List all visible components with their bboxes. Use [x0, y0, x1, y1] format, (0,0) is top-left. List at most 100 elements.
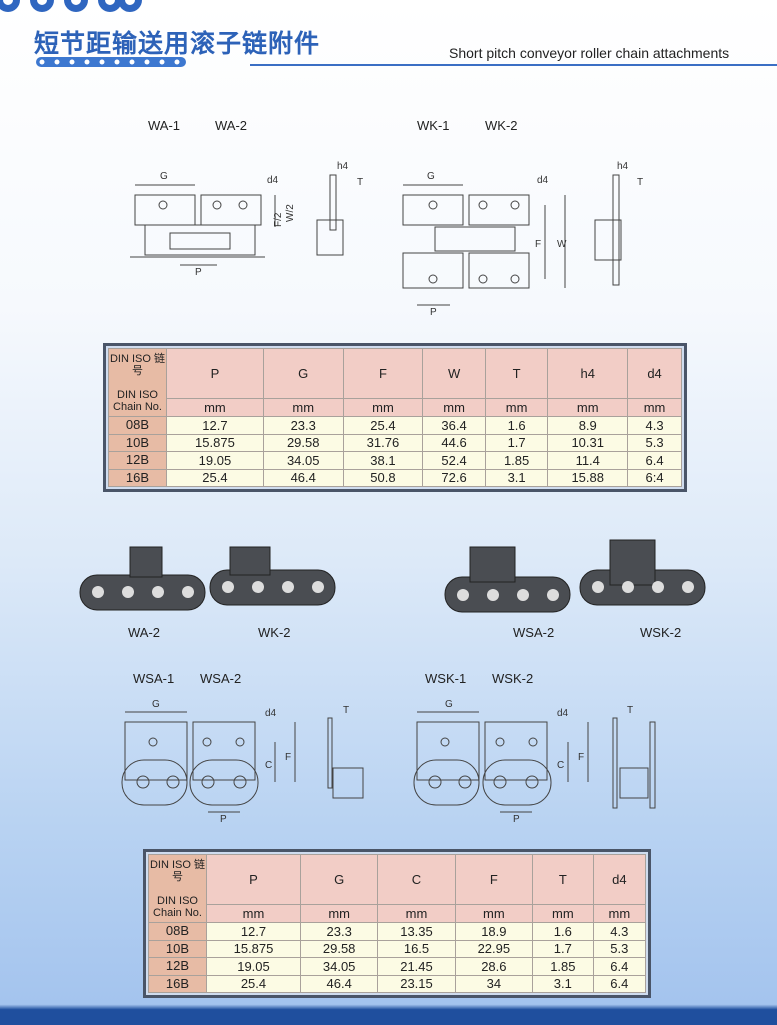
column-header: d4	[627, 348, 682, 399]
dim-c-wsk: C	[557, 760, 564, 771]
value-cell: 44.6	[422, 433, 486, 452]
value-cell: 46.4	[262, 468, 344, 487]
dim-g-wsa: G	[152, 700, 160, 710]
value-cell: 23.3	[299, 922, 379, 941]
dim-p: P	[195, 267, 202, 278]
chain-no-cell: 16B	[108, 468, 167, 487]
label-wsk2: WSK-2	[492, 671, 534, 686]
chain-no-cell: 08B	[148, 922, 207, 941]
dim-t-wsa: T	[343, 705, 349, 716]
value-cell: 4.3	[627, 416, 682, 435]
value-cell: 23.3	[262, 416, 344, 435]
unit-cell: mm	[262, 398, 344, 417]
value-cell: 5.3	[627, 433, 682, 452]
wa-drawing: G d4 P F/2 W/2 h4 T	[130, 161, 363, 278]
dim-d4: d4	[267, 175, 279, 186]
unit-cell: mm	[532, 904, 594, 923]
dim-f-wk: F	[535, 239, 541, 250]
dim-d4-wsa: d4	[265, 708, 277, 719]
photo-label-wsa2: WSA-2	[513, 625, 555, 640]
value-cell: 10.31	[547, 433, 629, 452]
value-cell: 5.3	[592, 939, 647, 958]
dim-t-wsk: T	[627, 705, 633, 716]
value-cell: 8.9	[547, 416, 629, 435]
value-cell: 25.4	[206, 974, 301, 993]
chain-no-cell: 10B	[108, 433, 167, 452]
value-cell: 18.9	[454, 922, 534, 941]
label-wk1: WK-1	[417, 118, 450, 133]
value-cell: 19.05	[166, 451, 264, 470]
value-cell: 52.4	[422, 451, 486, 470]
value-cell: 16.5	[377, 939, 456, 958]
column-header: G	[262, 348, 344, 399]
page-title-en: Short pitch conveyor roller chain attach…	[449, 45, 730, 61]
chain-logo-decoration	[0, 0, 186, 67]
column-header: G	[299, 854, 379, 905]
column-header: P	[166, 348, 264, 399]
dim-h4: h4	[337, 161, 349, 172]
column-header: h4	[547, 348, 629, 399]
chain-no-cell: 16B	[148, 974, 207, 993]
photo-label-wsk2: WSK-2	[640, 625, 682, 640]
wsa-drawing: G d4 P C F T	[121, 700, 364, 825]
dim-g-wsk: G	[445, 700, 453, 710]
value-cell: 11.4	[547, 451, 629, 470]
label-wa1: WA-1	[148, 118, 181, 133]
attachment-photos	[79, 539, 706, 613]
column-header: P	[206, 854, 301, 905]
wk-drawing: G d4 P F W h4 T	[402, 161, 643, 318]
value-cell: 1.6	[532, 922, 594, 941]
value-cell: 19.05	[206, 957, 301, 976]
value-cell: 34	[454, 974, 534, 993]
chain-no-cell: 12B	[108, 451, 167, 470]
dim-f-wsk: F	[578, 752, 584, 763]
value-cell: 4.3	[592, 922, 647, 941]
value-cell: 1.85	[532, 957, 594, 976]
dim-f-wsa: F	[285, 752, 291, 763]
value-cell: 50.8	[342, 468, 424, 487]
dim-g: G	[160, 171, 168, 182]
unit-cell: mm	[166, 398, 264, 417]
value-cell: 29.58	[299, 939, 379, 958]
dim-h4-wk: h4	[617, 161, 629, 172]
column-header: T	[484, 348, 549, 399]
value-cell: 13.35	[377, 922, 456, 941]
value-cell: 12.7	[166, 416, 264, 435]
dim-w2: W/2	[285, 204, 296, 222]
unit-cell: mm	[206, 904, 301, 923]
value-cell: 21.45	[377, 957, 456, 976]
unit-cell: mm	[422, 398, 486, 417]
unit-cell: mm	[547, 398, 629, 417]
unit-cell: mm	[592, 904, 647, 923]
value-cell: 25.4	[166, 468, 264, 487]
column-header: F	[454, 854, 534, 905]
unit-cell: mm	[484, 398, 549, 417]
value-cell: 34.05	[299, 957, 379, 976]
value-cell: 72.6	[422, 468, 486, 487]
dim-c-wsa: C	[265, 760, 272, 771]
value-cell: 15.875	[206, 939, 301, 958]
unit-cell: mm	[627, 398, 682, 417]
dim-f2: F/2	[273, 212, 284, 227]
value-cell: 1.7	[532, 939, 594, 958]
unit-cell: mm	[299, 904, 379, 923]
photo-label-wa2: WA-2	[128, 625, 161, 640]
column-header: C	[377, 854, 456, 905]
value-cell: 6:4	[627, 468, 682, 487]
dim-p-wsa: P	[220, 814, 227, 825]
dim-d4-wsk: d4	[557, 708, 569, 719]
dim-t-wk: T	[637, 177, 643, 188]
value-cell: 1.6	[484, 416, 549, 435]
value-cell: 1.85	[484, 451, 549, 470]
dim-w-wk: W	[557, 239, 567, 250]
